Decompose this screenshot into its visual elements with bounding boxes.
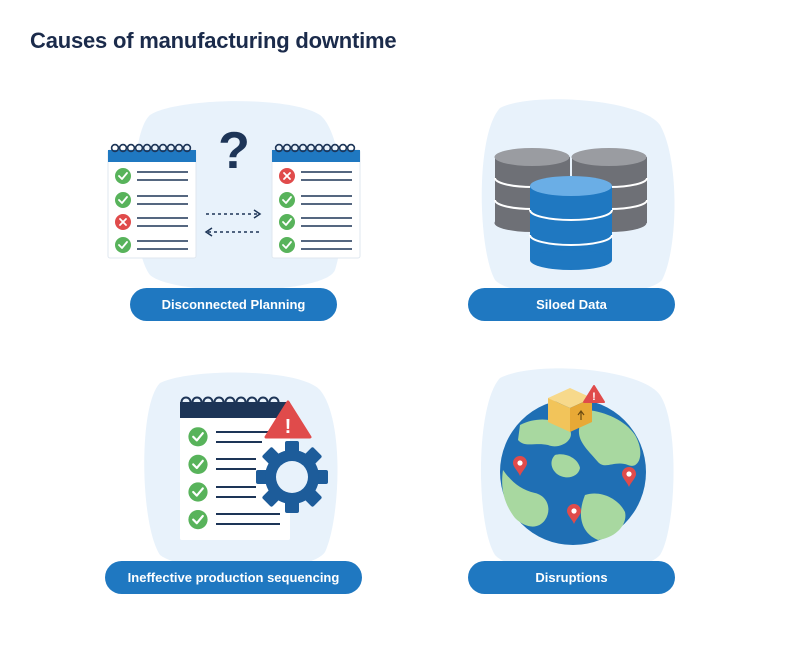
arrow-left-icon bbox=[204, 227, 260, 237]
svg-text:?: ? bbox=[218, 122, 250, 180]
label-disruptions: Disruptions bbox=[468, 561, 675, 594]
checklist-icon bbox=[271, 143, 361, 259]
label-siloed-data: Siloed Data bbox=[468, 288, 675, 321]
warning-icon: ! bbox=[264, 400, 312, 439]
label-disconnected-planning: Disconnected Planning bbox=[130, 288, 337, 321]
label-ineffective-production-sequencing: Ineffective production sequencing bbox=[105, 561, 362, 594]
gear-icon bbox=[256, 441, 328, 513]
card-disconnected-planning-art: ? bbox=[107, 101, 361, 291]
arrow-right-icon bbox=[206, 209, 262, 219]
warning-icon: ! bbox=[583, 385, 605, 403]
page-title: Causes of manufacturing downtime bbox=[30, 28, 397, 53]
package-icon bbox=[548, 388, 592, 650]
globe-icon bbox=[500, 399, 646, 545]
question-mark-icon: ? bbox=[218, 122, 250, 180]
card-siloed-data-art bbox=[481, 99, 675, 296]
svg-text:!: ! bbox=[592, 391, 596, 403]
database-icon bbox=[494, 148, 648, 270]
card-ineffective-sequencing-art: ! bbox=[144, 372, 338, 570]
svg-text:!: ! bbox=[285, 416, 292, 438]
card-disruptions-art: ! bbox=[480, 368, 674, 650]
checklist-icon bbox=[107, 143, 197, 259]
